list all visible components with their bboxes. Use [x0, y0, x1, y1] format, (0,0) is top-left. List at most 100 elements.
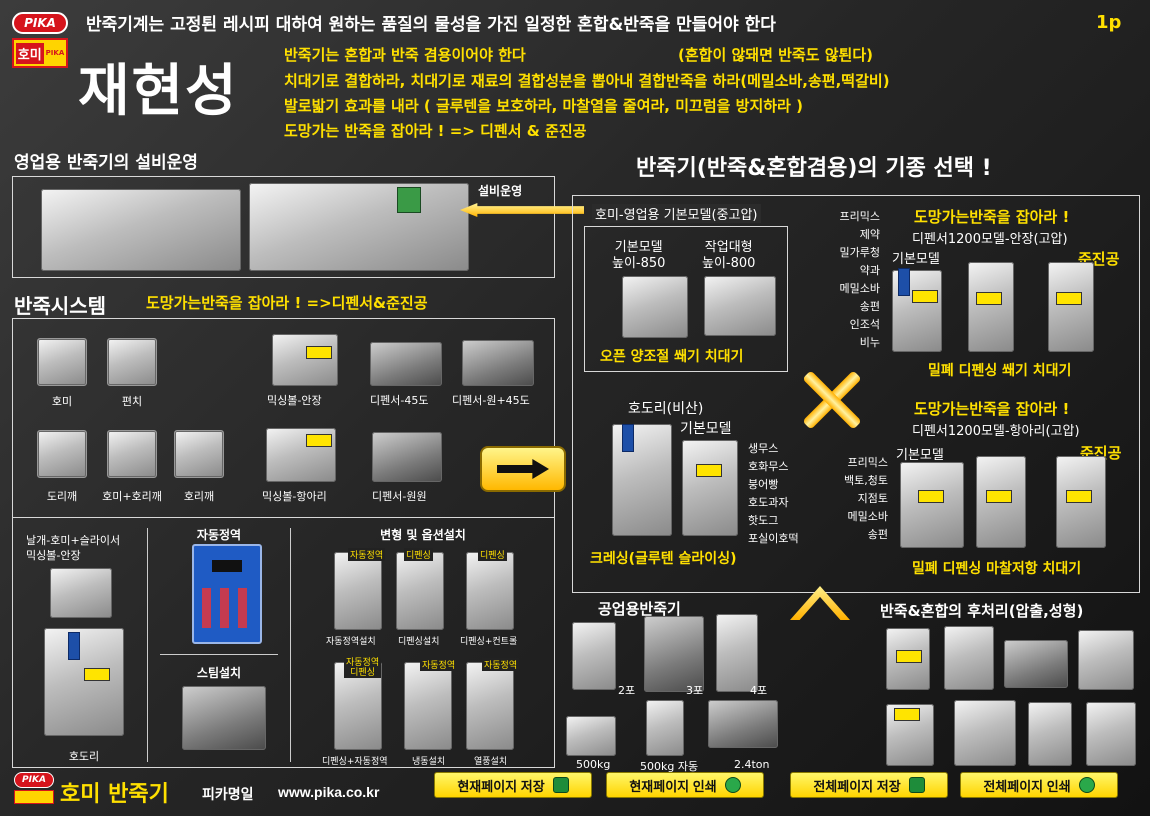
center-arrow-button[interactable] [480, 446, 566, 492]
opt-label-6: 열풍설치 [474, 757, 508, 767]
photo-post-4 [1078, 630, 1134, 690]
tag-mixbowl-saddle [306, 346, 332, 359]
hodori-title: 호도리(비산) [628, 401, 704, 417]
m-caption: 오픈 양조절 쐐기 치대기 [600, 349, 744, 365]
save-current-page-button[interactable]: 현재페이지 저장 [434, 772, 592, 798]
label-mixbowl-jar: 믹싱볼-항아리 [262, 490, 327, 503]
photo-mixbowl-saddle [272, 334, 338, 386]
col-a-title-2: 믹싱볼-안장 [26, 547, 81, 563]
opt-tag-2: 디펜싱 [404, 548, 433, 561]
page-number: 1p [1096, 12, 1122, 33]
equip-arrow-left [460, 203, 584, 217]
post-title: 반죽&혼합의 후처리(압출,성형) [880, 602, 1084, 620]
homi-brand-badge: 호미 PIKA [12, 38, 68, 68]
footer-company: 피카명일 [202, 787, 254, 803]
opt-tag-6: 자동정역 [482, 658, 520, 671]
footer-url[interactable]: www.pika.co.kr [278, 784, 380, 800]
tag-hodori-b [696, 464, 722, 477]
col-a-title-text-2: 믹싱볼-안장 [26, 549, 81, 562]
list-2: 생무스 호화무스 붕어빵 호도과자 핫도그 포실이호떡 [748, 440, 826, 548]
label-horikkae: 호리깨 [183, 490, 215, 503]
cross-mark-icon [800, 368, 864, 432]
col-c-title: 변형 및 옵션설치 [380, 528, 466, 542]
homi-brand-sub: PIKA [45, 49, 65, 57]
list1-item: 프리믹스 [839, 210, 880, 223]
panel-buttons [202, 588, 254, 628]
photo-ind-3 [644, 616, 704, 692]
point-1: 반죽기는 혼합과 반죽 겸용이어야 한다 [284, 46, 526, 64]
list3-item: 프리믹스 [847, 456, 888, 469]
list3-item: 백토,청토 [844, 474, 888, 487]
photo-homi [37, 338, 87, 386]
hodori-caption: 크레싱(글루텐 슬라이싱) [590, 551, 737, 567]
ind-label-4: 4포 [750, 684, 768, 697]
d1-sub: 디펜서1200모델-안장(고압) [912, 232, 1068, 247]
label-homi-horikkae: 호미+호리깨 [102, 490, 162, 503]
save-all-pages-button[interactable]: 전체페이지 저장 [790, 772, 948, 798]
photo-hodori-a [612, 424, 672, 536]
panel-d1-a [898, 268, 910, 296]
opt-label-2: 디펜싱설치 [398, 637, 440, 647]
print-icon [1078, 777, 1095, 793]
photo-opt-5 [404, 662, 452, 750]
photo-col-a-machine [44, 628, 124, 736]
big-title: 재현성 [78, 59, 239, 124]
print-all-pages-button[interactable]: 전체페이지 인쇄 [960, 772, 1118, 798]
list2-item: 호도과자 [748, 496, 789, 509]
photo-ind-24ton [708, 700, 778, 748]
tag-d1-b [976, 292, 1002, 305]
opt-label-5: 냉동설치 [412, 757, 446, 767]
photo-col-a-panel [68, 632, 80, 660]
photo-pyeonchi [107, 338, 157, 386]
opt-tag-4: 자동정역 디펜싱 [344, 658, 382, 678]
save-icon [908, 777, 925, 793]
tag-d2-b [986, 490, 1012, 503]
right-main-title: 반죽기(반죽&혼합겸용)의 기종 선택 ! [636, 156, 992, 181]
d2-caption: 밀폐 디펜싱 마찰저항 치대기 [912, 561, 1082, 577]
list2-item: 붕어빵 [748, 478, 779, 491]
photo-hodori-b [682, 440, 738, 536]
print-all-label: 전체페이지 인쇄 [983, 778, 1071, 794]
opt-tag-1: 자동정역 [348, 548, 386, 561]
tag-mixbowl-jar [306, 434, 332, 447]
col-a-bottom: 호도리 [68, 750, 100, 763]
tag-d2-a [918, 490, 944, 503]
d1-head: 도망가는반죽을 잡아라 ! [914, 208, 1070, 226]
ind-bottom-1: 500kg [576, 758, 611, 771]
col-a-title-1: 날개-호미+슬라이서 [26, 532, 120, 548]
auto-reverse-panel [192, 544, 262, 644]
photo-dispenser-45 [370, 342, 442, 386]
list1-item: 약과 [859, 264, 880, 277]
ind-bottom-3: 2.4ton [734, 758, 770, 771]
system-box [12, 318, 555, 518]
m1-title-text: 기본모델 높이-850 [612, 240, 666, 271]
photo-ind-500auto [646, 700, 684, 756]
homi-brand-text: 호미 [15, 42, 44, 64]
photo-d2-a [900, 462, 964, 548]
tag-post-5 [894, 708, 920, 721]
list3-item: 지점토 [857, 492, 888, 505]
list2-item: 핫도그 [748, 514, 779, 527]
right-selection-box [572, 195, 1140, 593]
ind-label-3: 3포 [686, 684, 704, 697]
tag-d1-c [1056, 292, 1082, 305]
equip-section-title: 영업용 반죽기의 설비운영 [14, 153, 198, 173]
footer-brand: 호미 반죽기 [60, 782, 169, 807]
d2-head: 도망가는반죽을 잡아라 ! [914, 400, 1070, 418]
opt-label-1: 자동정역설치 [326, 637, 376, 647]
tag-post-1 [896, 650, 922, 663]
photo-opt-1 [334, 552, 382, 630]
photo-ind-500 [566, 716, 616, 756]
d2-basic: 기본모델 [896, 448, 944, 463]
list2-item: 포실이호떡 [748, 532, 799, 545]
list-3: 프리믹스 백토,청토 지점토 메밀소바 송편 [810, 454, 888, 544]
system-subtitle: 도망가는반죽을 잡아라 ! =>디펜서&준진공 [146, 294, 428, 312]
print-current-page-button[interactable]: 현재페이지 인쇄 [606, 772, 764, 798]
opt-tag-3: 디펜싱 [478, 548, 507, 561]
basic-model-box [584, 226, 788, 372]
ind-label-2: 2포 [618, 684, 636, 697]
label-homi: 호미 [51, 395, 73, 408]
tag-d2-c [1066, 490, 1092, 503]
opt-label-4: 디펜싱+자동정역 [322, 757, 388, 767]
photo-ind-2 [572, 622, 616, 690]
